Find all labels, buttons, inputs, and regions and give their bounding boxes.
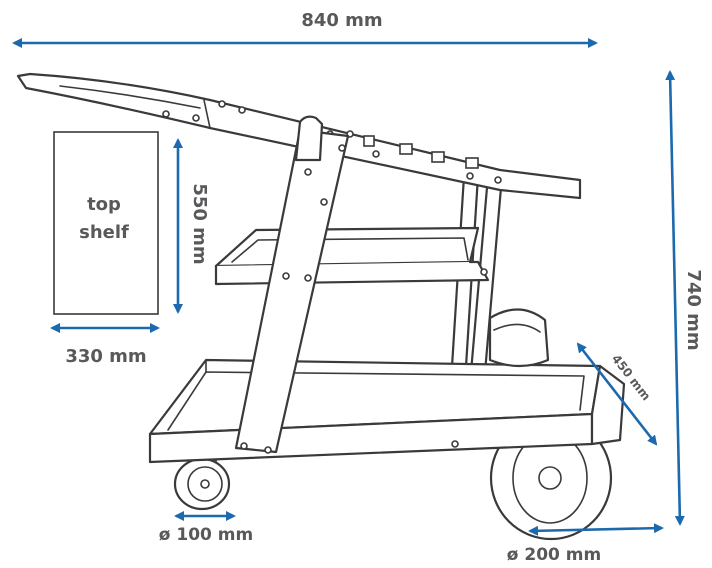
shelf-height-label: 550 mm xyxy=(189,183,210,264)
bottle-holder xyxy=(488,308,550,368)
large-wheel-arrow xyxy=(528,523,664,536)
width-label: 840 mm xyxy=(301,10,382,31)
shelf-width-label: 330 mm xyxy=(65,346,146,367)
dimension-arrows xyxy=(12,38,685,536)
middle-shelf xyxy=(214,226,490,286)
large-wheel-label: ø 200 mm xyxy=(507,545,601,565)
small-wheel-label: ø 100 mm xyxy=(159,525,253,545)
depth-arrow xyxy=(576,342,658,446)
top-shelf-box: top shelf xyxy=(53,131,159,315)
height-arrow xyxy=(665,70,685,526)
top-shelf-label-line2: shelf xyxy=(79,222,129,243)
top-shelf-label-line1: top xyxy=(87,194,121,215)
small-front-caster xyxy=(173,449,231,511)
front-upright xyxy=(234,115,350,454)
height-label: 740 mm xyxy=(683,269,704,350)
